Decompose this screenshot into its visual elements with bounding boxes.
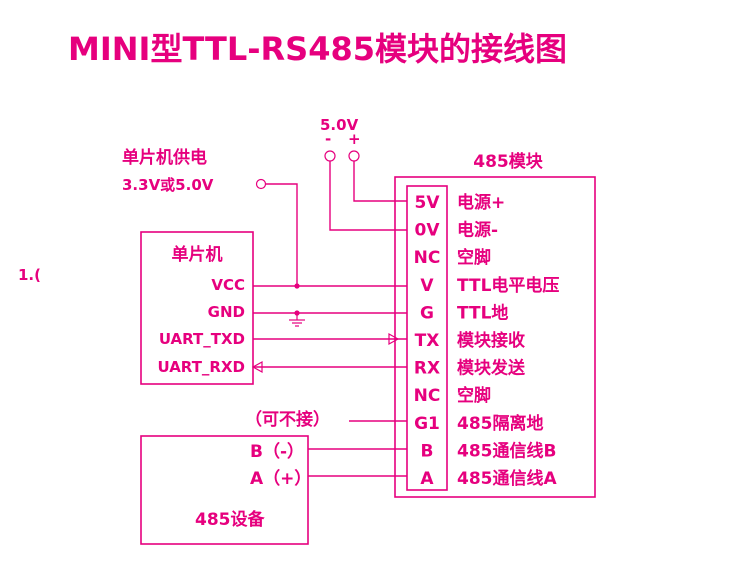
module-pin-description: TTL电平电压 [457,275,559,296]
diagram-title: MINI型TTL-RS485模块的接线图 [68,30,567,68]
module-pin-label: B [421,441,434,461]
side-fragment-text: 1.( [18,266,41,284]
module-title: 485模块 [473,151,543,172]
module-pin-description: 空脚 [457,385,491,406]
module-pin-label: NC [414,248,441,268]
ground-symbol [289,313,305,327]
mcu-pin-uart-rxd: UART_RXD [157,358,245,376]
device-title: 485设备 [195,509,265,530]
device-box [140,435,309,545]
module-pin-description: 485隔离地 [457,413,544,434]
module-pin-description: 485通信线A [457,468,557,489]
module-pin-description: 模块接收 [457,330,525,351]
module-pin-label: 5V [415,193,441,213]
module-pin-strip [406,185,448,491]
module-pin-description: 电源+ [457,192,505,213]
mcu-supply-label-1: 单片机供电 [122,147,207,168]
txd-arrow [388,332,400,346]
mcu-pin-uart-txd: UART_TXD [159,330,245,348]
mcu-pin-gnd: GND [208,303,245,321]
module-pin-label: NC [414,386,441,406]
module-pin-label: RX [414,359,440,379]
device-pin-b: B（-） [250,441,304,462]
power-plus-terminal [348,150,360,162]
module-pin-label: 0V [415,221,441,241]
wire-mcu-supply [265,183,298,286]
optional-note: （可不接） [245,409,330,430]
mcu-supply-terminal [255,178,267,190]
module-pin-description: TTL地 [457,302,508,323]
mcu-title: 单片机 [172,244,223,265]
module-pin-label: TX [415,331,440,351]
module-pin-list: 5V 电源+ 0V 电源- NC 空脚 V TTL电平电压 G TTL地 TX 模块接收 RX 模块发送 N… [414,192,560,489]
power-minus-terminal [324,150,336,162]
wire-5v [353,161,407,202]
module-pin-label: V [420,276,434,296]
module-pin-description: 模块发送 [457,358,526,379]
module-pin-label: G1 [414,414,440,434]
mcu-pin-vcc: VCC [211,276,245,294]
module-pin-label: A [420,469,434,489]
power-minus-label: - [325,130,331,148]
mcu-box [140,231,254,385]
module-pin-label: G [420,303,434,323]
wire-0v [329,161,407,231]
module-pin-description: 电源- [457,220,498,241]
device-pin-a: A（+） [250,468,311,489]
module-pin-description: 485通信线B [457,440,556,461]
power-voltage-label: 5.0V [320,116,359,134]
power-plus-label: + [348,130,361,148]
module-pin-description: 空脚 [457,247,491,268]
junction-dot-vcc [294,283,300,289]
rxd-arrow [251,360,263,374]
mcu-supply-label-2: 3.3V或5.0V [122,176,214,194]
